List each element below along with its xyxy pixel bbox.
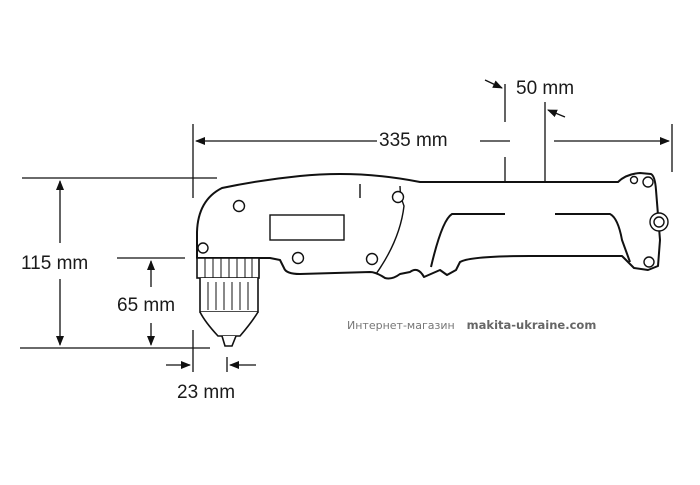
screw-icon (365, 252, 379, 266)
screw-icon (643, 256, 655, 268)
dimension-chuck-offset: 23 mm (177, 382, 236, 403)
label-plate (269, 214, 345, 241)
watermark-label: Интернет-магазин (347, 319, 455, 332)
screw-icon (391, 190, 405, 204)
chuck (196, 257, 260, 347)
watermark: Интернет-магазин makita-ukraine.com (347, 318, 596, 332)
drill-body (196, 172, 661, 280)
screw-icon (197, 242, 209, 254)
screw-icon (232, 199, 246, 213)
screw-icon (291, 251, 305, 265)
dimension-handle-offset: 50 mm (516, 78, 575, 99)
dimension-chuck-height: 65 mm (117, 295, 176, 316)
screw-icon (642, 176, 654, 188)
screw-icon (629, 175, 639, 185)
dimension-total-length: 335 mm (379, 130, 448, 151)
dimension-total-height: 115 mm (21, 253, 89, 274)
drill-handle (430, 213, 631, 268)
watermark-site: makita-ukraine.com (466, 318, 597, 332)
